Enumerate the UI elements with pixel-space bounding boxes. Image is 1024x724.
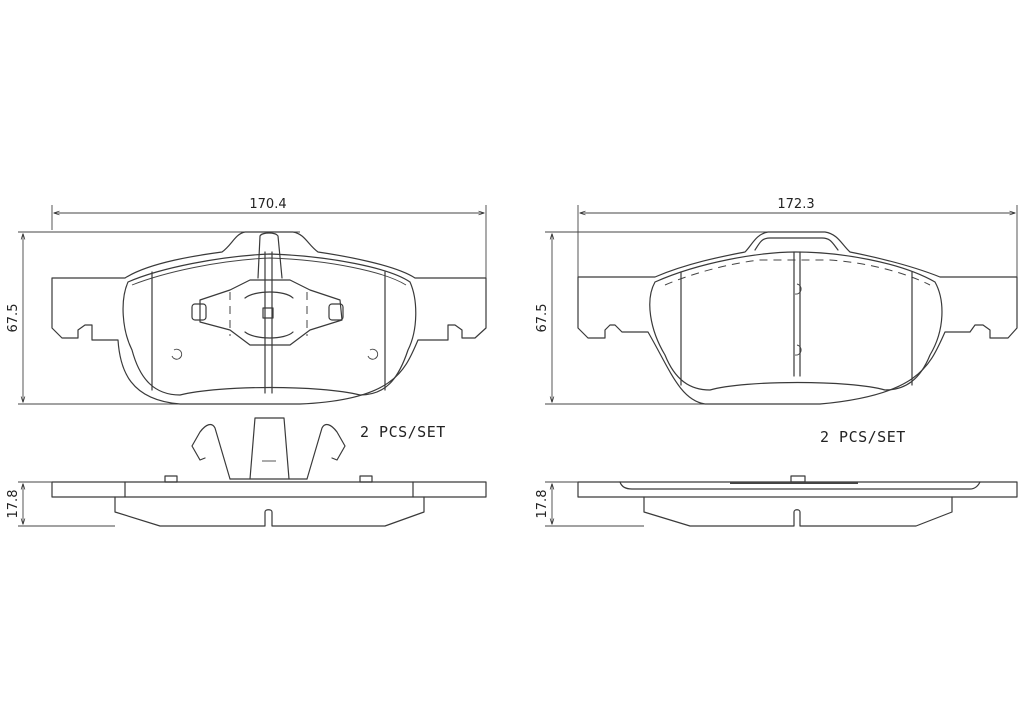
left-hole-right-icon xyxy=(367,348,379,360)
left-quantity-label: 2 PCS/SET xyxy=(360,423,446,441)
left-tab-left xyxy=(164,475,178,483)
left-backing-plate xyxy=(51,231,487,405)
right-side-friction xyxy=(643,496,953,527)
left-hole-left-icon xyxy=(171,348,183,360)
left-thickness-label: 17.8 xyxy=(6,490,21,519)
right-backing-plate xyxy=(577,231,1018,405)
left-side-backing-plate xyxy=(51,481,487,498)
right-height-label: 67.5 xyxy=(535,304,550,333)
right-hole-upper-icon xyxy=(794,283,802,295)
left-sensor-side xyxy=(249,417,290,480)
left-clip-arc-top xyxy=(244,291,294,299)
right-quantity-label: 2 PCS/SET xyxy=(820,428,906,446)
left-tab-right xyxy=(359,475,373,483)
right-pad-front-view: 172.3 67.5 xyxy=(535,197,1018,405)
left-pad-side-view: 2 PCS/SET 17.8 xyxy=(6,417,487,527)
right-side-shim xyxy=(619,481,981,490)
left-spring-arm-right xyxy=(306,423,346,480)
right-friction-material xyxy=(649,251,943,391)
right-tab-center xyxy=(790,475,806,483)
left-width-label: 170.4 xyxy=(249,197,286,212)
left-spring-arm-left xyxy=(191,423,231,480)
left-clip-center-square xyxy=(262,307,274,319)
right-pad-side-view: 2 PCS/SET 17.8 xyxy=(535,428,1018,527)
left-height-label: 67.5 xyxy=(6,304,21,333)
right-hole-lower-icon xyxy=(794,344,802,356)
right-width-label: 172.3 xyxy=(777,197,814,212)
left-clip-arc-bottom xyxy=(244,331,294,339)
right-shim-outline-dashed xyxy=(664,259,931,286)
left-spring-clip xyxy=(199,279,343,346)
left-clip-tab-left xyxy=(191,303,207,321)
left-friction-top-inner xyxy=(131,257,407,286)
left-sensor-tab xyxy=(257,232,283,279)
right-thickness-label: 17.8 xyxy=(535,490,550,519)
left-friction-material xyxy=(122,253,417,396)
right-top-tab-inner xyxy=(754,237,839,251)
left-clip-tab-right xyxy=(328,303,344,321)
left-pad-front-view: 170.4 67.5 xyxy=(6,197,487,405)
left-side-friction xyxy=(114,496,425,527)
